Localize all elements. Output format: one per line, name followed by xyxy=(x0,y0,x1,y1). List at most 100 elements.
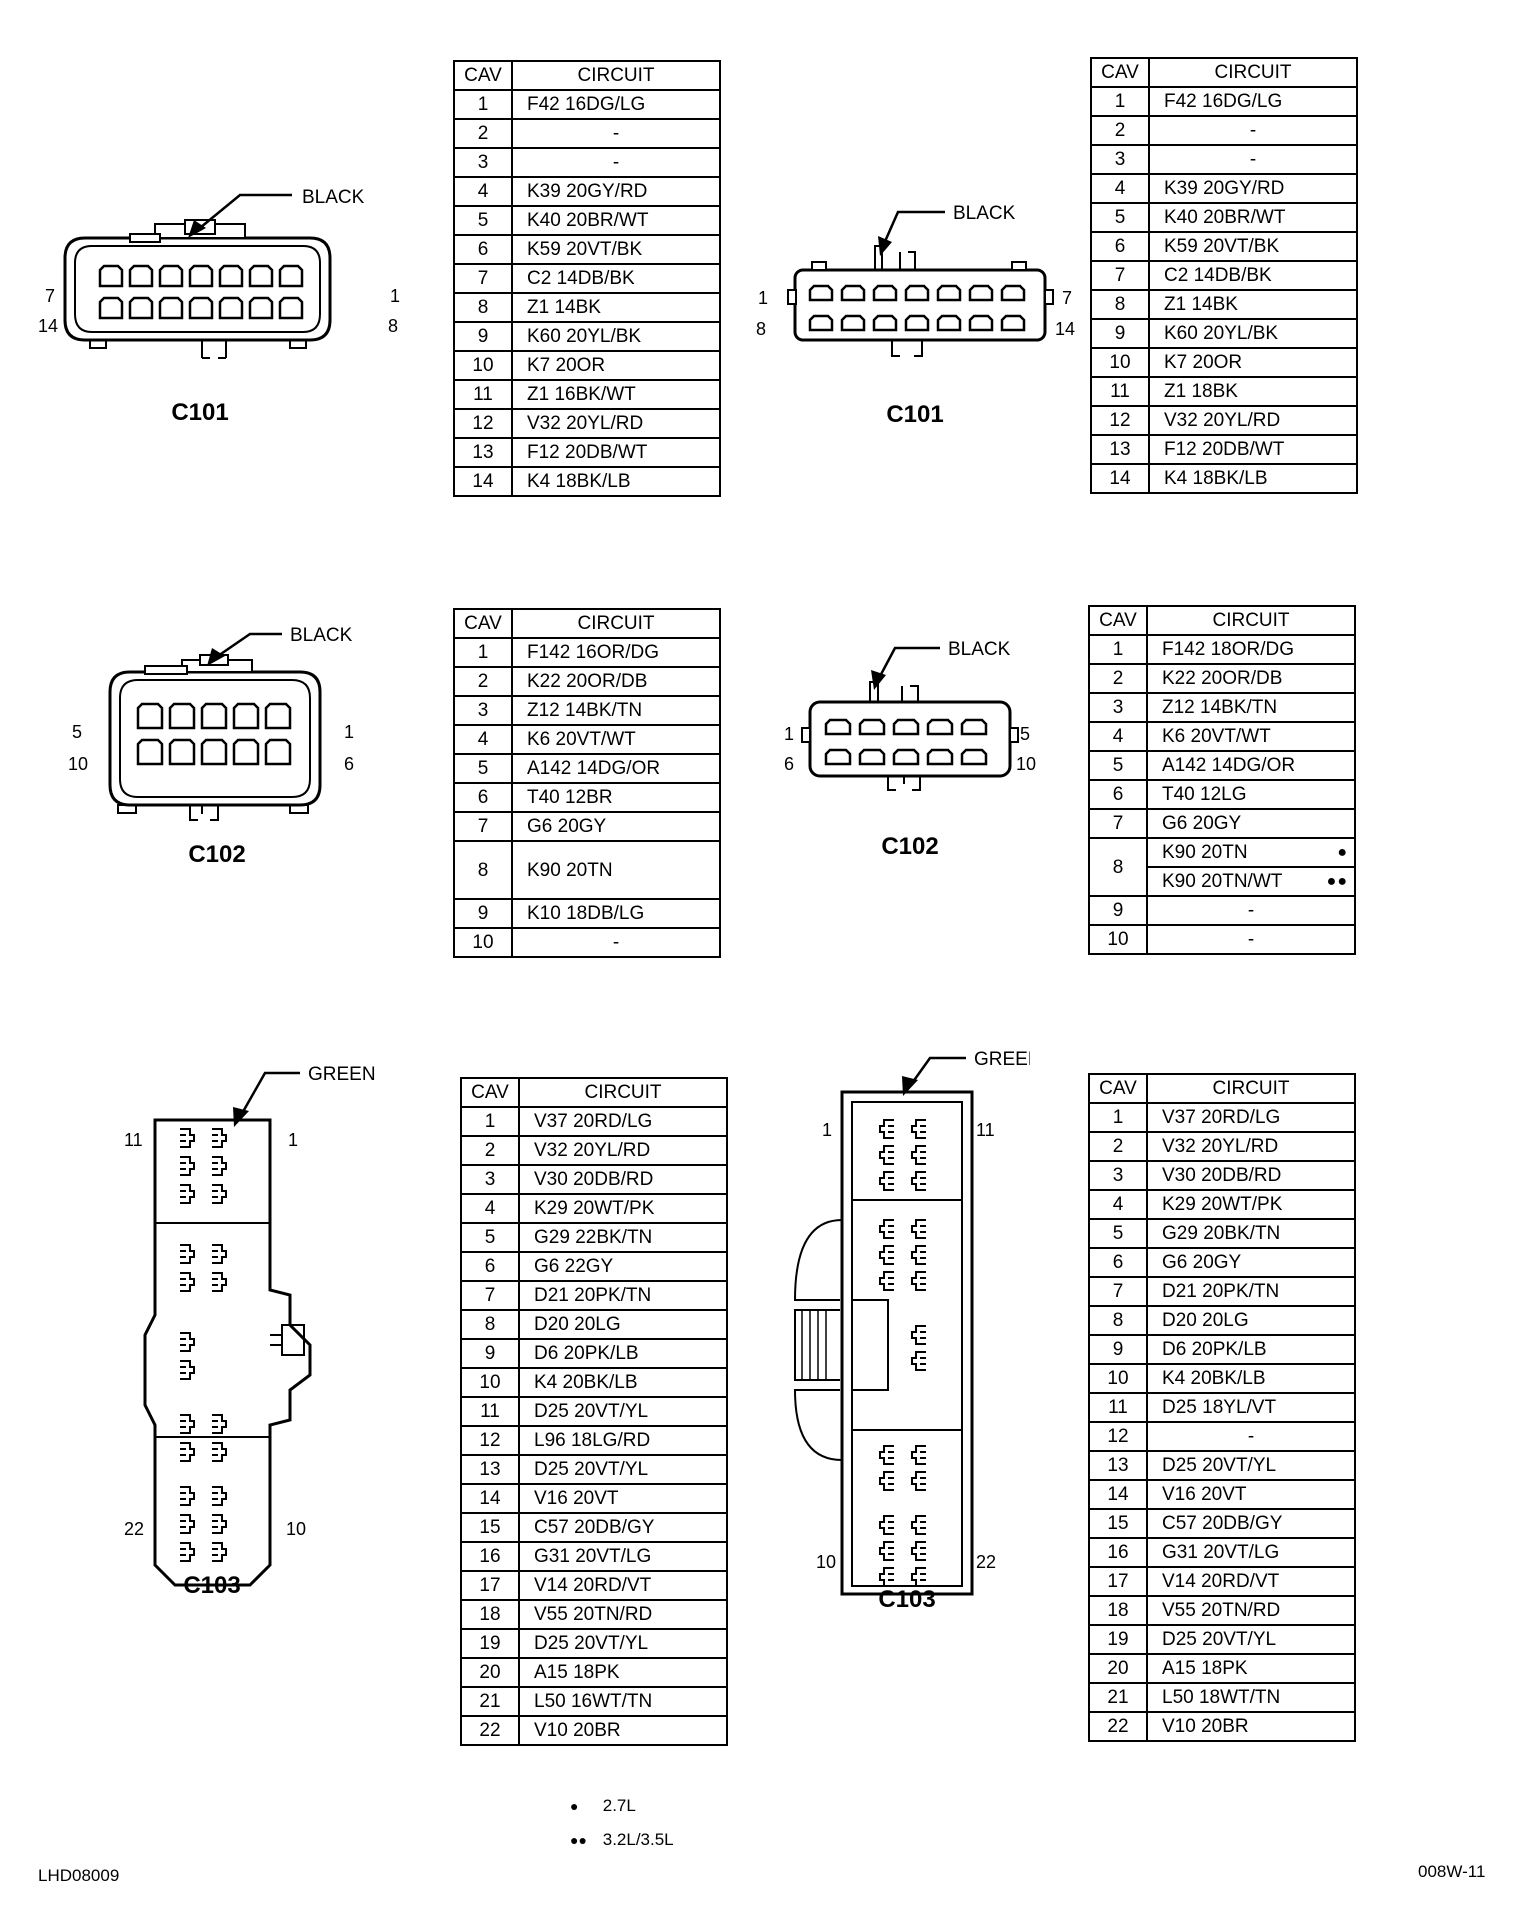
cavity xyxy=(1000,284,1026,302)
c102-right-name: C102 xyxy=(881,833,938,860)
cav-cell: 15 xyxy=(1088,1508,1148,1539)
cavity xyxy=(960,718,988,736)
c101-left-color: BLACK xyxy=(302,187,365,208)
legend-label: 3.2L/3.5L xyxy=(602,1830,674,1849)
column-header-cav: CAV xyxy=(453,60,513,91)
terminal xyxy=(879,1471,894,1491)
cav-cell: 9 xyxy=(453,321,513,352)
pin-label: 8 xyxy=(388,316,398,336)
cav-cell: 1 xyxy=(453,637,513,668)
circuit-cell: Z1 14BK xyxy=(511,292,721,323)
cav-cell: 2 xyxy=(1088,1131,1148,1162)
pin-label: 10 xyxy=(816,1552,836,1572)
c102-left-name: C102 xyxy=(188,841,245,868)
terminal xyxy=(180,1542,195,1562)
connector-c103-left-drawing: GREEN 11 1 22 10 C103 xyxy=(124,1064,376,1599)
cav-cell: 1 xyxy=(1088,1102,1148,1133)
circuit-cell: K60 20YL/BK xyxy=(1148,318,1358,349)
cav-cell: 9 xyxy=(1088,1334,1148,1365)
cavity xyxy=(892,718,920,736)
circuit-cell: D20 20LG xyxy=(1146,1305,1356,1336)
table-row: 12- xyxy=(1088,1421,1356,1452)
column-header-circuit: CIRCUIT xyxy=(1146,1073,1356,1104)
circuit-cell: G6 20GY xyxy=(1146,808,1356,839)
circuit-cell: K60 20YL/BK xyxy=(511,321,721,352)
terminal xyxy=(911,1119,926,1139)
terminal xyxy=(879,1271,894,1291)
cav-cell: 7 xyxy=(1090,260,1150,291)
cavity xyxy=(1000,314,1026,332)
cavity xyxy=(232,702,260,730)
cavity xyxy=(824,718,852,736)
cav-cell: 3 xyxy=(1088,1160,1148,1191)
cav-cell: 13 xyxy=(1088,1450,1148,1481)
circuit-cell: K4 18BK/LB xyxy=(511,466,721,497)
circuit-cell: K90 20TN ● xyxy=(1146,837,1356,868)
terminal xyxy=(911,1271,926,1291)
circuit-cell: D25 20VT/YL xyxy=(1146,1450,1356,1481)
pin-label: 1 xyxy=(390,286,400,306)
circuit-cell: - xyxy=(511,147,721,178)
terminal xyxy=(180,1414,195,1434)
terminal xyxy=(212,1414,227,1434)
terminal xyxy=(879,1515,894,1535)
cavity xyxy=(232,738,260,766)
column-header-cav: CAV xyxy=(1088,605,1148,636)
cav-cell: 12 xyxy=(1090,405,1150,436)
connector-c103-left: GREEN 11 1 22 10 C103 xyxy=(100,1045,420,1605)
circuit-cell: D20 20LG xyxy=(518,1309,728,1340)
pin-label: 11 xyxy=(124,1130,143,1150)
terminal xyxy=(911,1325,926,1345)
circuit-cell: Z1 16BK/WT xyxy=(511,379,721,410)
legend: ● 2.7L ●● 3.2L/3.5L xyxy=(570,1796,674,1850)
circuit-cell: T40 12BR xyxy=(511,782,721,813)
circuit-cell: F42 16DG/LG xyxy=(1148,86,1358,117)
c102-left-color: BLACK xyxy=(290,625,353,646)
circuit-cell: T40 12LG xyxy=(1146,779,1356,810)
circuit-cell: K29 20WT/PK xyxy=(1146,1189,1356,1220)
cav-cell: 5 xyxy=(1088,1218,1148,1249)
cav-cell: 9 xyxy=(1090,318,1150,349)
cav-cell: 20 xyxy=(1088,1653,1148,1684)
cav-cell: 2 xyxy=(460,1135,520,1166)
connector-c102-left: BLACK 5 10 1 6 C102 xyxy=(60,610,400,880)
column-header-cav: CAV xyxy=(460,1077,520,1108)
circuit-cell: K10 18DB/LG xyxy=(511,898,721,929)
circuit-cell: V10 20BR xyxy=(518,1715,728,1746)
circuit-cell: V55 20TN/RD xyxy=(518,1599,728,1630)
table-row: 9- xyxy=(1088,895,1356,926)
circuit-cell: G29 22BK/TN xyxy=(518,1222,728,1253)
terminal xyxy=(180,1244,195,1264)
pin-label: 22 xyxy=(124,1519,144,1539)
connector-c103-right-drawing: GREEN 1 11 10 22 C103 xyxy=(793,1049,1042,1613)
legend-label: 2.7L xyxy=(602,1796,636,1815)
connector-c103-right: GREEN 1 11 10 22 C103 xyxy=(780,1049,1042,1613)
terminal xyxy=(879,1219,894,1239)
cav-cell: 14 xyxy=(1088,1479,1148,1510)
circuit-cell: D25 20VT/YL xyxy=(1146,1624,1356,1655)
cavity xyxy=(188,296,214,320)
